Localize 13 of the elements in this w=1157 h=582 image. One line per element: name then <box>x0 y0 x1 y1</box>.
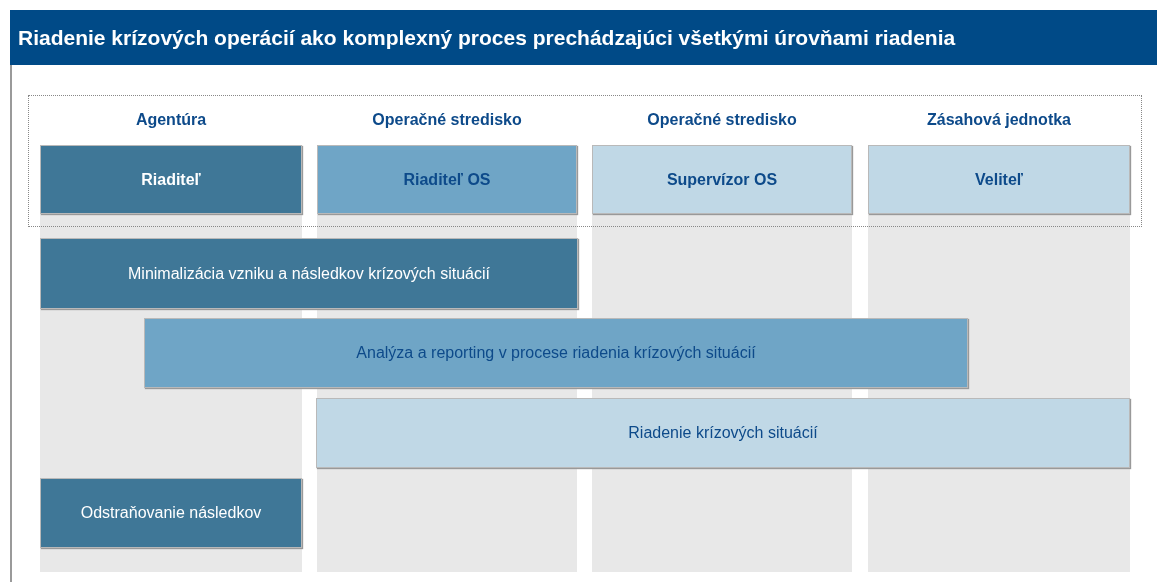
role-label: Veliteľ <box>975 170 1023 189</box>
role-label: Supervízor OS <box>666 170 778 189</box>
column-heading: Operačné stredisko <box>371 111 523 129</box>
role-label: Riaditeľ OS <box>403 170 491 189</box>
process-label: Minimalizácia vzniku a následkov krízových situácií <box>128 264 490 283</box>
column-heading: Zásahová jednotka <box>925 111 1072 129</box>
title-bar: Riadenie krízových operácií ako komplexný proces prechádzajúci všetkými úrovňami riadenia <box>10 10 1157 65</box>
process-label: Analýza a reporting v procese riadenia krízových situácií <box>356 344 756 362</box>
column-heading: Agentúra <box>134 111 208 129</box>
role-label: Riaditeľ <box>141 170 201 189</box>
column-heading: Operačné stredisko <box>646 111 798 129</box>
process-label: Riadenie krízových situácií <box>628 424 818 442</box>
process-label: Odstraňovanie následkov <box>80 504 262 522</box>
